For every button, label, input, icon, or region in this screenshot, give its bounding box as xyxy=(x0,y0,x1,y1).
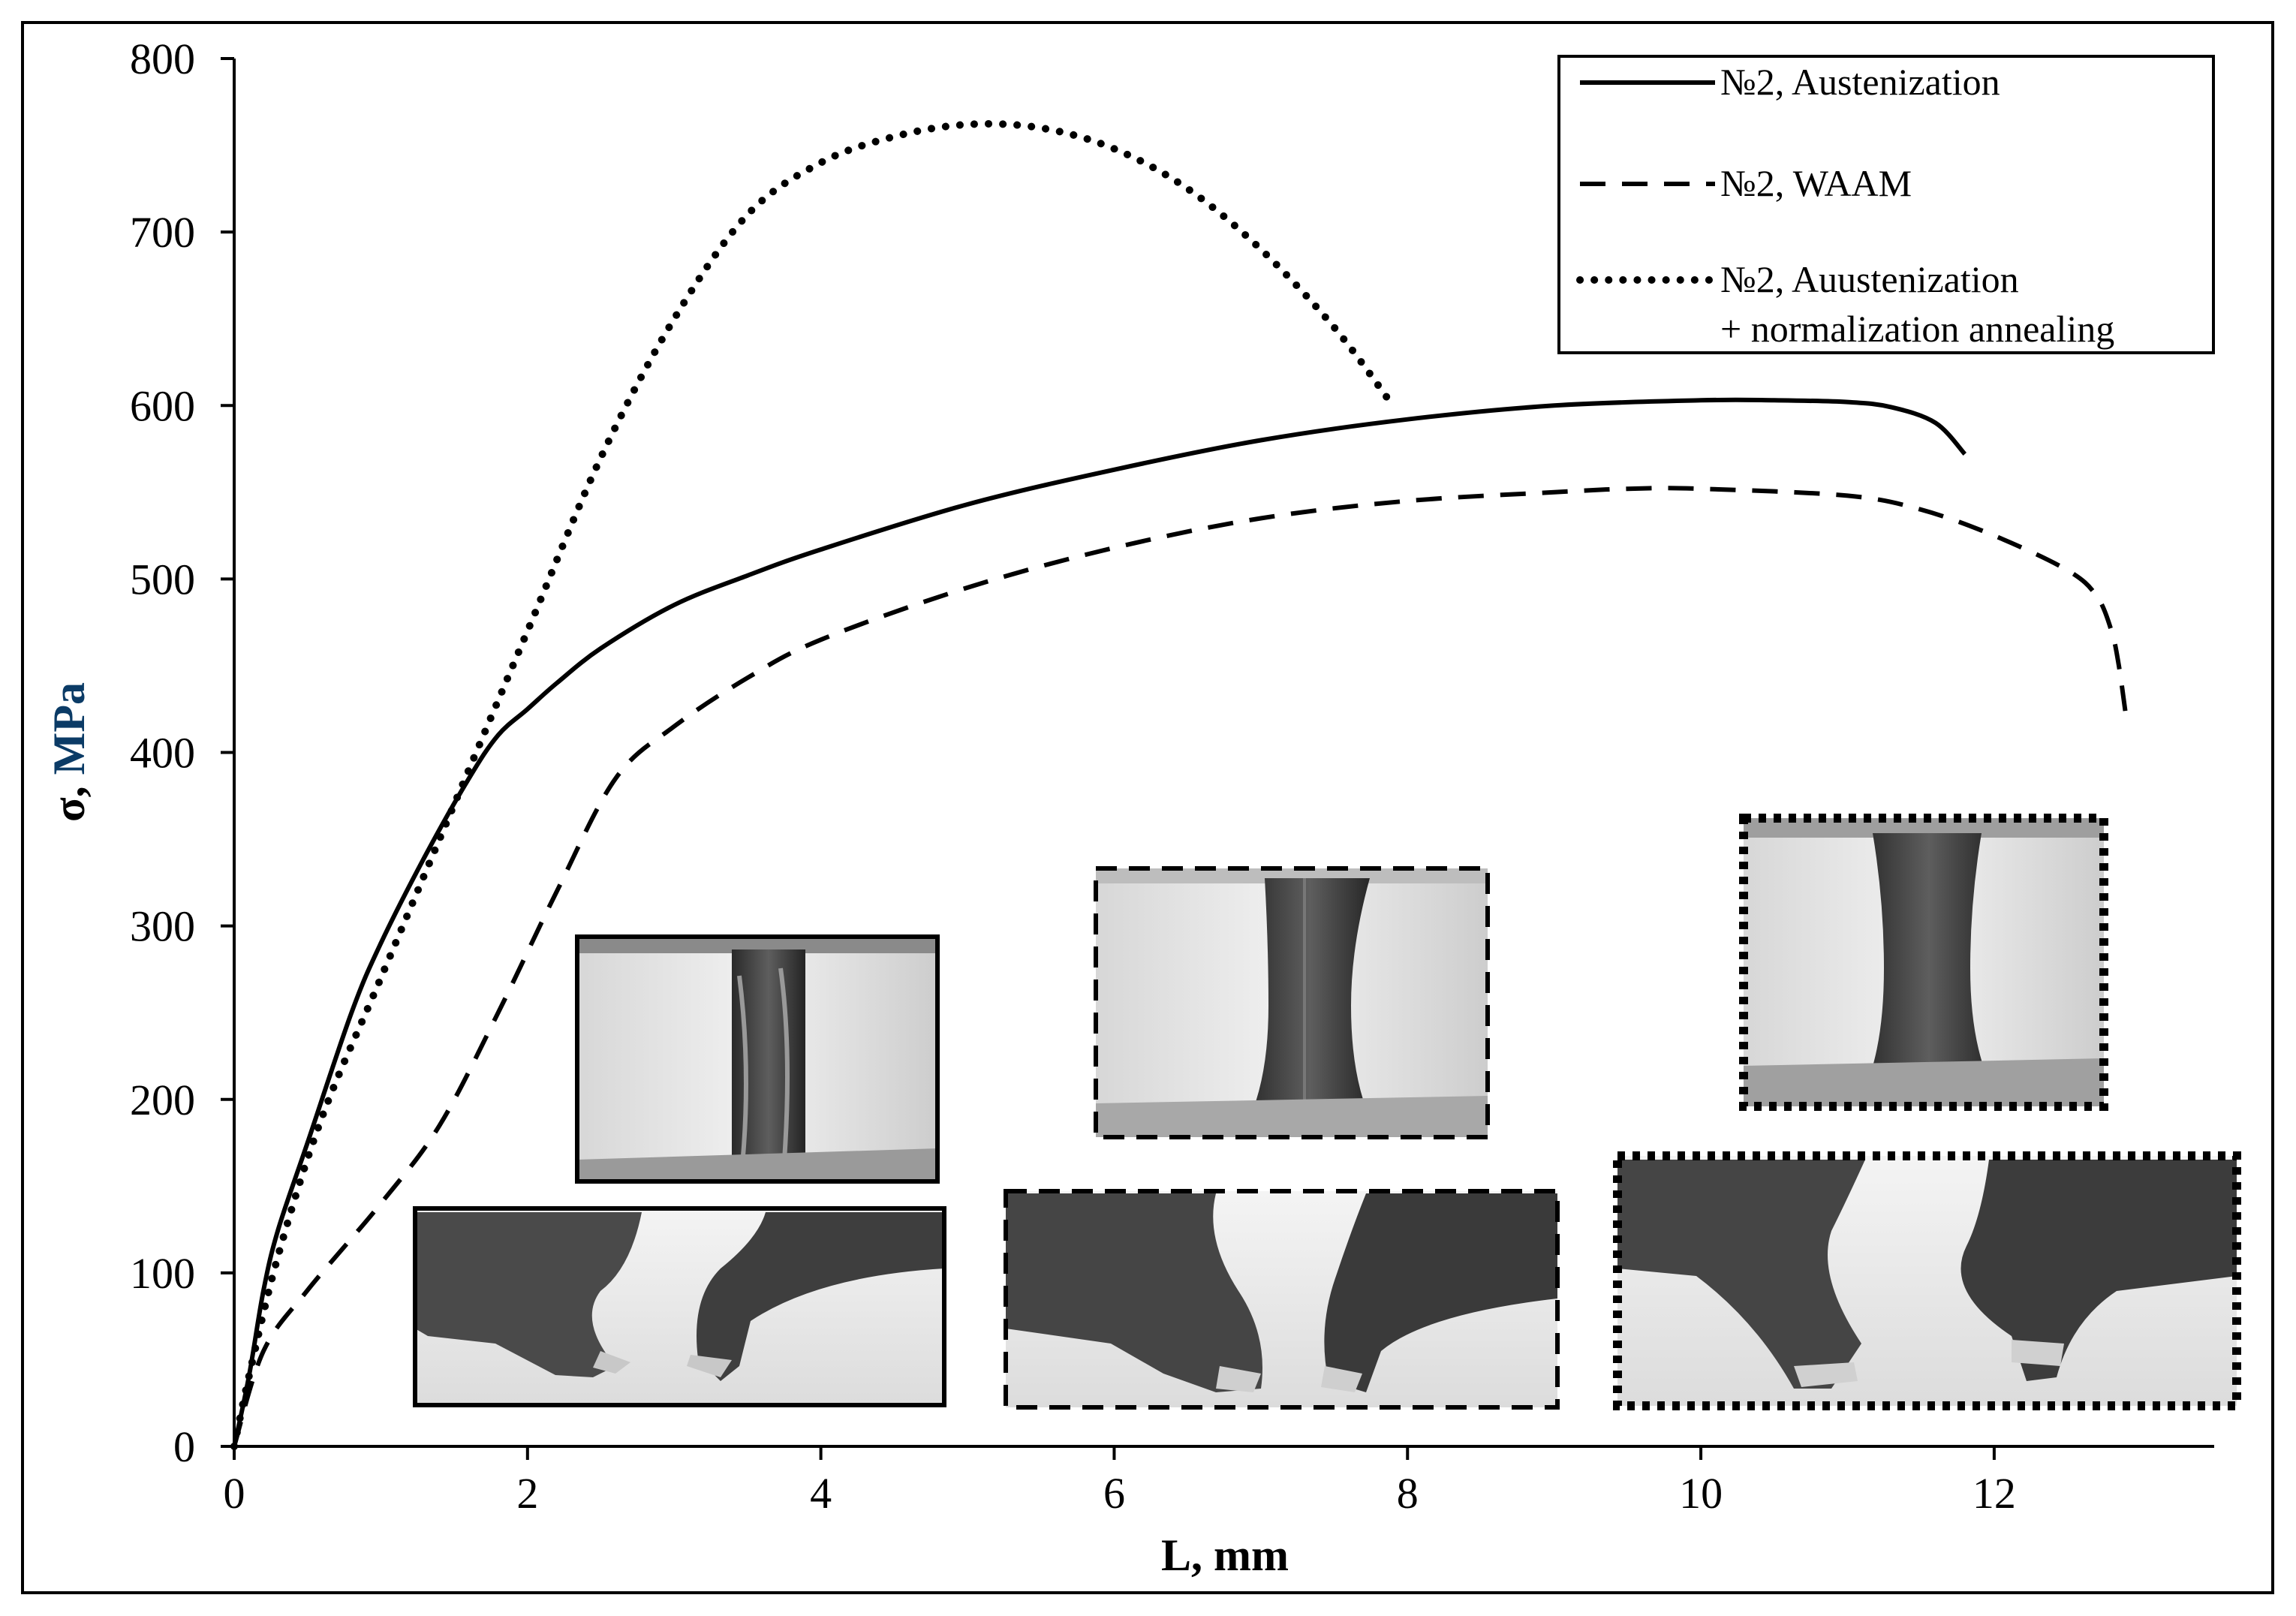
inset-photo-normalization-fracture xyxy=(1613,1151,2241,1410)
inset-photos xyxy=(413,814,2241,1410)
x-tick-label: 2 xyxy=(516,1469,538,1518)
series-waam-line xyxy=(232,486,2129,1447)
y-tick-label: 100 xyxy=(130,1249,195,1298)
legend: №2, Austenization №2, WAAM №2, Auusteniz… xyxy=(1557,55,2215,354)
x-tick-label: 6 xyxy=(1103,1469,1125,1518)
y-axis-title-prefix: σ, xyxy=(44,775,94,822)
series-austenization-line xyxy=(232,397,1967,1447)
inset-photo-waam-side xyxy=(1094,866,1490,1139)
inset-photo-austenization-side xyxy=(575,934,940,1184)
y-axis-title: σ, MPa xyxy=(44,682,94,822)
y-tick-label: 0 xyxy=(173,1422,195,1471)
x-tick-label: 8 xyxy=(1397,1469,1419,1518)
y-tick-label: 500 xyxy=(130,555,195,603)
x-tick-label: 4 xyxy=(810,1469,832,1518)
legend-label-austenization: №2, Austenization xyxy=(1720,61,2000,103)
y-tick-label: 300 xyxy=(130,902,195,951)
series-normalization-line xyxy=(230,119,1397,1450)
legend-label-normalization-line2: + normalization annealing xyxy=(1720,308,2114,350)
y-tick-label: 700 xyxy=(130,208,195,257)
y-axis-title-unit: MPa xyxy=(44,682,94,775)
y-tick-label: 600 xyxy=(130,381,195,430)
series-layer xyxy=(230,119,2129,1450)
inset-photo-waam-fracture xyxy=(1004,1189,1560,1410)
inset-photo-austenization-fracture xyxy=(413,1206,946,1407)
x-tick-label: 12 xyxy=(1973,1469,2016,1518)
y-tick-label: 400 xyxy=(130,729,195,778)
legend-label-waam: №2, WAAM xyxy=(1720,162,1912,204)
y-ticks: 0 100 200 300 400 500 600 700 800 xyxy=(130,35,234,1471)
inset-photo-normalization-side xyxy=(1739,814,2108,1111)
x-ticks: 0 2 4 6 8 10 12 xyxy=(224,1446,2016,1518)
x-axis-title: L, mm xyxy=(1161,1530,1289,1580)
legend-box xyxy=(1557,55,2215,354)
legend-label-normalization-line1: №2, Auustenization xyxy=(1720,258,2019,300)
y-tick-label: 800 xyxy=(130,35,195,83)
y-tick-label: 200 xyxy=(130,1076,195,1124)
x-tick-label: 10 xyxy=(1679,1469,1723,1518)
x-tick-label: 0 xyxy=(224,1469,245,1518)
